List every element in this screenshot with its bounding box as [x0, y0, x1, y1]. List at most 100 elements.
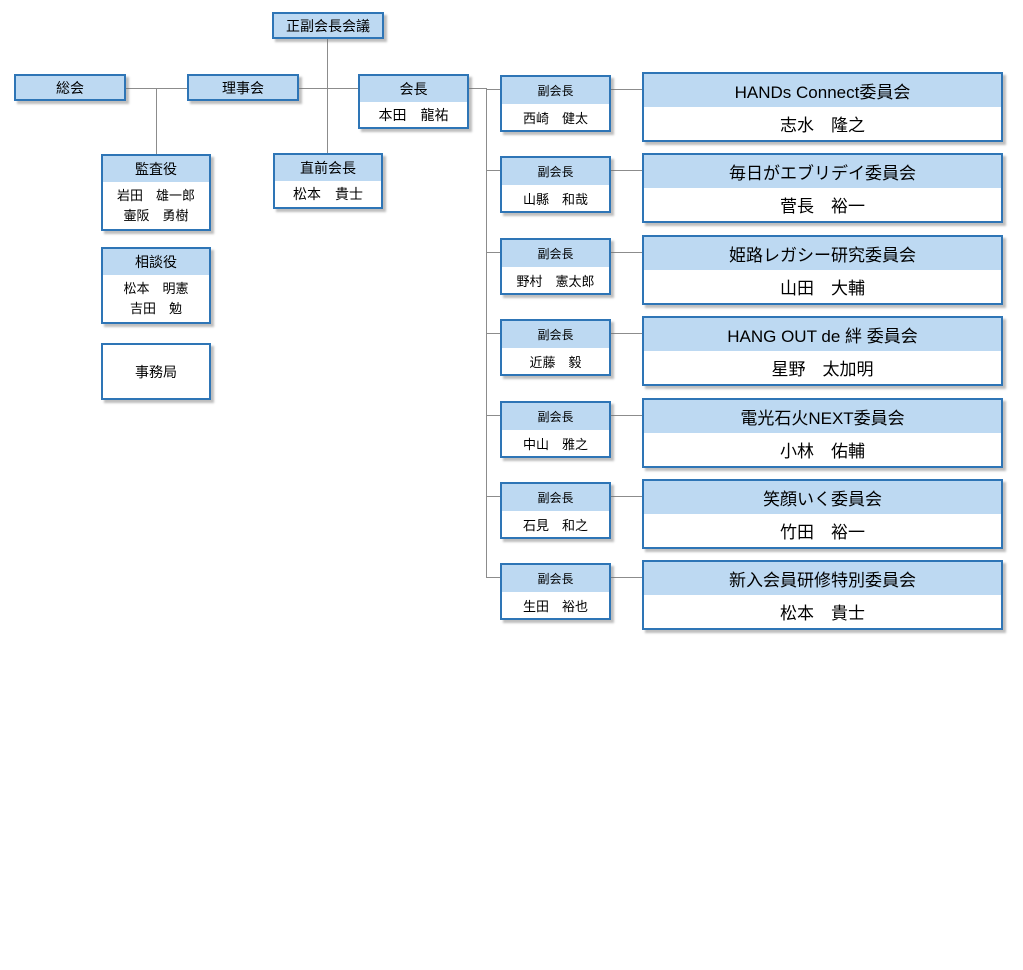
past-president-title-label: 直前会長	[300, 160, 356, 176]
committee-title: 毎日がエブリデイ委員会	[644, 155, 1001, 188]
vice-president-name: 西崎 健太	[502, 104, 609, 130]
committee-title-label: 毎日がエブリデイ委員会	[729, 164, 916, 183]
connector-line	[299, 88, 358, 89]
vice-president-name: 山縣 和哉	[502, 185, 609, 211]
vice-president-name: 野村 憲太郎	[502, 267, 609, 293]
committee-title: 姫路レガシー研究委員会	[644, 237, 1001, 270]
connector-line	[486, 89, 500, 90]
past-president-name-label: 松本 貴士	[293, 186, 363, 202]
auditors-title: 監査役	[103, 156, 209, 182]
box-presidents-meeting: 正副会長会議	[272, 12, 384, 39]
committee-chair: 小林 佑輔	[644, 433, 1001, 466]
general-assembly-label: 総会	[56, 79, 84, 96]
vice-president-name-label: 野村 憲太郎	[516, 273, 595, 289]
past-president-title: 直前会長	[275, 155, 381, 181]
committee-title-label: 電光石火NEXT委員会	[740, 409, 905, 428]
connector-line	[611, 415, 642, 416]
president-title: 会長	[360, 76, 467, 102]
auditors-title-label: 監査役	[135, 161, 177, 177]
secretariat-label: 事務局	[135, 363, 177, 380]
vice-president-title: 副会長	[502, 403, 609, 430]
vice-president-title-label: 副会長	[537, 572, 574, 586]
auditors-names: 岩田 雄一郎 壷阪 勇樹	[103, 182, 209, 229]
connector-line	[611, 496, 642, 497]
vice-president-title-label: 副会長	[537, 84, 574, 98]
vice-president-title: 副会長	[502, 484, 609, 511]
auditor-name: 壷阪 勇樹	[123, 207, 189, 223]
board-of-directors-label: 理事会	[222, 79, 264, 96]
committee-title-label: 姫路レガシー研究委員会	[729, 246, 916, 265]
box-advisors: 相談役 松本 明憲 吉田 勉	[101, 247, 211, 324]
committee-chair: 志水 隆之	[644, 107, 1001, 140]
committee-chair-label: 竹田 裕一	[780, 523, 865, 542]
committee-chair: 山田 大輔	[644, 270, 1001, 303]
committee-chair-label: 山田 大輔	[780, 279, 865, 298]
box-committee-7: 新入会員研修特別委員会 松本 貴士	[642, 560, 1003, 630]
vice-president-title: 副会長	[502, 77, 609, 104]
committee-chair-label: 菅長 裕一	[780, 197, 865, 216]
advisors-title: 相談役	[103, 249, 209, 275]
box-past-president: 直前会長 松本 貴士	[273, 153, 383, 209]
box-auditors: 監査役 岩田 雄一郎 壷阪 勇樹	[101, 154, 211, 231]
vice-president-title: 副会長	[502, 158, 609, 185]
box-committee-6: 笑顔いく委員会 竹田 裕一	[642, 479, 1003, 549]
box-vice-president-7: 副会長 生田 裕也	[500, 563, 611, 620]
vice-president-name-label: 西崎 健太	[522, 110, 588, 126]
connector-line	[611, 89, 642, 90]
committee-chair: 菅長 裕一	[644, 188, 1001, 221]
advisor-name: 吉田 勉	[129, 300, 182, 316]
vice-president-name-label: 近藤 毅	[529, 354, 582, 370]
vice-president-name-label: 中山 雅之	[522, 436, 588, 452]
advisor-name: 松本 明憲	[123, 280, 189, 296]
committee-title-label: 笑顔いく委員会	[763, 490, 882, 509]
president-name-label: 本田 龍祐	[378, 106, 449, 123]
vice-president-title-label: 副会長	[537, 491, 574, 505]
vice-president-title: 副会長	[502, 565, 609, 592]
box-vice-president-3: 副会長 野村 憲太郎	[500, 238, 611, 295]
committee-title-label: HANG OUT de 絆 委員会	[727, 327, 918, 346]
vice-president-name-label: 生田 裕也	[522, 598, 588, 614]
president-title-label: 会長	[399, 81, 428, 97]
box-committee-5: 電光石火NEXT委員会 小林 佑輔	[642, 398, 1003, 468]
vice-president-name: 生田 裕也	[502, 592, 609, 618]
past-president-name: 松本 貴士	[275, 181, 381, 207]
committee-chair: 竹田 裕一	[644, 514, 1001, 547]
box-board-of-directors: 理事会	[187, 74, 299, 101]
connector-line	[156, 88, 157, 154]
committee-title: 笑顔いく委員会	[644, 481, 1001, 514]
vice-president-name: 石見 和之	[502, 511, 609, 537]
connector-line	[486, 170, 500, 171]
vice-president-title-label: 副会長	[537, 410, 574, 424]
committee-title: 電光石火NEXT委員会	[644, 400, 1001, 433]
committee-chair-label: 星野 太加明	[771, 360, 874, 379]
vice-president-name-label: 石見 和之	[522, 517, 588, 533]
connector-line	[486, 252, 500, 253]
box-vice-president-2: 副会長 山縣 和哉	[500, 156, 611, 213]
box-vice-president-4: 副会長 近藤 毅	[500, 319, 611, 376]
connector-line	[486, 496, 500, 497]
committee-title-label: 新入会員研修特別委員会	[729, 571, 916, 590]
committee-chair: 松本 貴士	[644, 595, 1001, 628]
auditor-name: 岩田 雄一郎	[116, 187, 195, 203]
advisors-title-label: 相談役	[135, 254, 177, 270]
vice-president-title-label: 副会長	[537, 165, 574, 179]
box-vice-president-5: 副会長 中山 雅之	[500, 401, 611, 458]
vice-president-title: 副会長	[502, 240, 609, 267]
committee-chair: 星野 太加明	[644, 351, 1001, 384]
box-vice-president-1: 副会長 西崎 健太	[500, 75, 611, 132]
committee-chair-label: 松本 貴士	[780, 604, 865, 623]
box-secretariat: 事務局	[101, 343, 211, 400]
vice-president-name: 近藤 毅	[502, 348, 609, 374]
committee-chair-label: 小林 佑輔	[780, 442, 865, 461]
connector-line	[611, 252, 642, 253]
advisors-names: 松本 明憲 吉田 勉	[103, 275, 209, 322]
presidents-meeting-label: 正副会長会議	[286, 17, 370, 34]
connector-line	[611, 577, 642, 578]
connector-line	[611, 333, 642, 334]
vice-president-name: 中山 雅之	[502, 430, 609, 456]
connector-line	[486, 333, 500, 334]
committee-title: HANDs Connect委員会	[644, 74, 1001, 107]
box-committee-2: 毎日がエブリデイ委員会 菅長 裕一	[642, 153, 1003, 223]
committee-chair-label: 志水 隆之	[780, 116, 865, 135]
